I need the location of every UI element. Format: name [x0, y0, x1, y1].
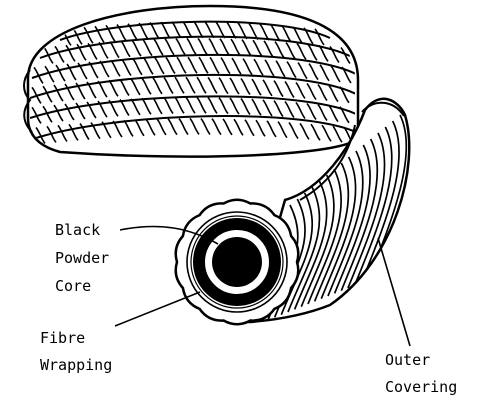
- label-outer-covering: Outer Covering: [385, 351, 457, 396]
- label-fibre-line-2: Wrapping: [40, 356, 112, 374]
- leader-outer: [378, 238, 410, 346]
- label-outer-line-1: Outer: [385, 351, 430, 369]
- cross-section: [176, 200, 299, 325]
- coiled-cord: [24, 6, 358, 157]
- leader-fibre: [115, 292, 200, 326]
- label-core-line-2: Powder: [55, 249, 109, 267]
- black-powder-core: [212, 237, 262, 287]
- label-core-line-3: Core: [55, 277, 91, 295]
- label-core-line-1: Black: [55, 221, 100, 239]
- label-fibre-wrapping: Fibre Wrapping: [40, 329, 112, 374]
- label-black-powder-core: Black Powder Core: [55, 221, 109, 295]
- label-fibre-line-1: Fibre: [40, 329, 85, 347]
- label-outer-line-2: Covering: [385, 378, 457, 396]
